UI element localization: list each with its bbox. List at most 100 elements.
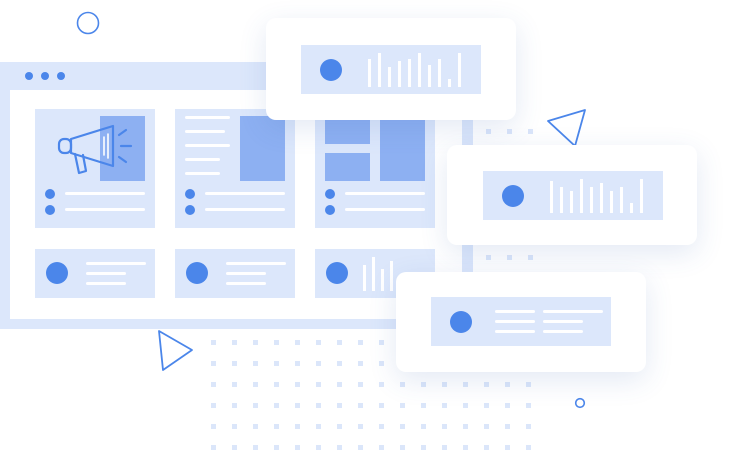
grid-dot <box>505 403 510 408</box>
stat-card <box>431 297 611 346</box>
card-list-item <box>175 249 295 298</box>
grid-dot <box>337 403 342 408</box>
grid-dot <box>505 445 510 450</box>
text-line <box>185 130 225 133</box>
grid-dot <box>526 424 531 429</box>
card-article <box>175 109 295 228</box>
grid-dot <box>337 424 342 429</box>
text-line <box>495 330 535 333</box>
bullet <box>45 205 55 215</box>
grid-dot <box>486 129 491 134</box>
text-line <box>345 208 425 211</box>
grid-dot <box>337 340 342 345</box>
text-line <box>185 144 230 147</box>
grid-dot <box>421 382 426 387</box>
card-gallery <box>315 109 435 228</box>
grid-dot <box>526 403 531 408</box>
grid-dot <box>505 424 510 429</box>
grid-dot <box>211 361 216 366</box>
card-megaphone <box>35 109 155 228</box>
grid-dot <box>274 445 279 450</box>
grid-dot <box>463 403 468 408</box>
text-line <box>185 116 230 119</box>
text-line <box>543 310 603 313</box>
grid-dot <box>232 403 237 408</box>
bullet <box>325 205 335 215</box>
bullet <box>325 189 335 199</box>
grid-dot <box>442 382 447 387</box>
grid-dot <box>442 424 447 429</box>
grid-dot <box>358 382 363 387</box>
grid-dot <box>358 403 363 408</box>
grid-dot <box>232 340 237 345</box>
grid-dot <box>484 403 489 408</box>
grid-dot <box>400 403 405 408</box>
text-line <box>86 272 126 275</box>
grid-dot <box>253 445 258 450</box>
grid-dot <box>379 424 384 429</box>
grid-dot <box>232 382 237 387</box>
grid-dot <box>484 424 489 429</box>
megaphone-icon <box>57 124 133 175</box>
grid-dot <box>337 445 342 450</box>
grid-dot <box>421 403 426 408</box>
bullet <box>185 189 195 199</box>
grid-dot <box>316 424 321 429</box>
text-line <box>185 172 220 175</box>
grid-dot <box>211 340 216 345</box>
grid-dot <box>253 382 258 387</box>
grid-dot <box>274 361 279 366</box>
grid-dot <box>400 424 405 429</box>
text-line <box>226 282 266 285</box>
circle-outline-icon <box>76 11 100 35</box>
text-line <box>226 272 266 275</box>
grid-dot <box>484 382 489 387</box>
text-line <box>65 192 145 195</box>
grid-dot <box>253 403 258 408</box>
grid-dot <box>421 424 426 429</box>
avatar-dot <box>186 262 208 284</box>
stat-card <box>301 45 481 94</box>
grid-dot <box>526 445 531 450</box>
text-line <box>65 208 145 211</box>
text-line <box>543 320 583 323</box>
text-line <box>185 158 220 161</box>
avatar-dot <box>502 185 524 207</box>
grid-dot <box>400 445 405 450</box>
grid-dot <box>526 382 531 387</box>
grid-dot <box>379 403 384 408</box>
grid-dot <box>528 255 533 260</box>
grid-dot <box>253 340 258 345</box>
grid-dot <box>316 403 321 408</box>
grid-dot <box>484 445 489 450</box>
image-block <box>240 116 285 181</box>
text-line <box>86 262 146 265</box>
grid-dot <box>379 361 384 366</box>
grid-dot <box>486 255 491 260</box>
grid-dot <box>379 445 384 450</box>
avatar-dot <box>326 262 348 284</box>
grid-dot <box>232 424 237 429</box>
grid-dot <box>442 445 447 450</box>
bullet <box>45 189 55 199</box>
grid-dot <box>507 129 512 134</box>
text-line <box>345 192 425 195</box>
grid-dot <box>316 340 321 345</box>
triangle-outline-icon <box>158 330 193 371</box>
grid-dot <box>274 403 279 408</box>
grid-dot <box>253 361 258 366</box>
grid-dot <box>295 403 300 408</box>
grid-dot <box>295 382 300 387</box>
grid-dot <box>528 129 533 134</box>
grid-dot <box>507 255 512 260</box>
window-dot <box>41 72 49 80</box>
window-dot <box>25 72 33 80</box>
text-line <box>495 310 535 313</box>
grid-dot <box>358 361 363 366</box>
text-line <box>205 208 285 211</box>
text-line <box>86 282 126 285</box>
grid-dot <box>337 361 342 366</box>
grid-dot <box>442 403 447 408</box>
grid-dot <box>211 424 216 429</box>
card-list-item <box>35 249 155 298</box>
